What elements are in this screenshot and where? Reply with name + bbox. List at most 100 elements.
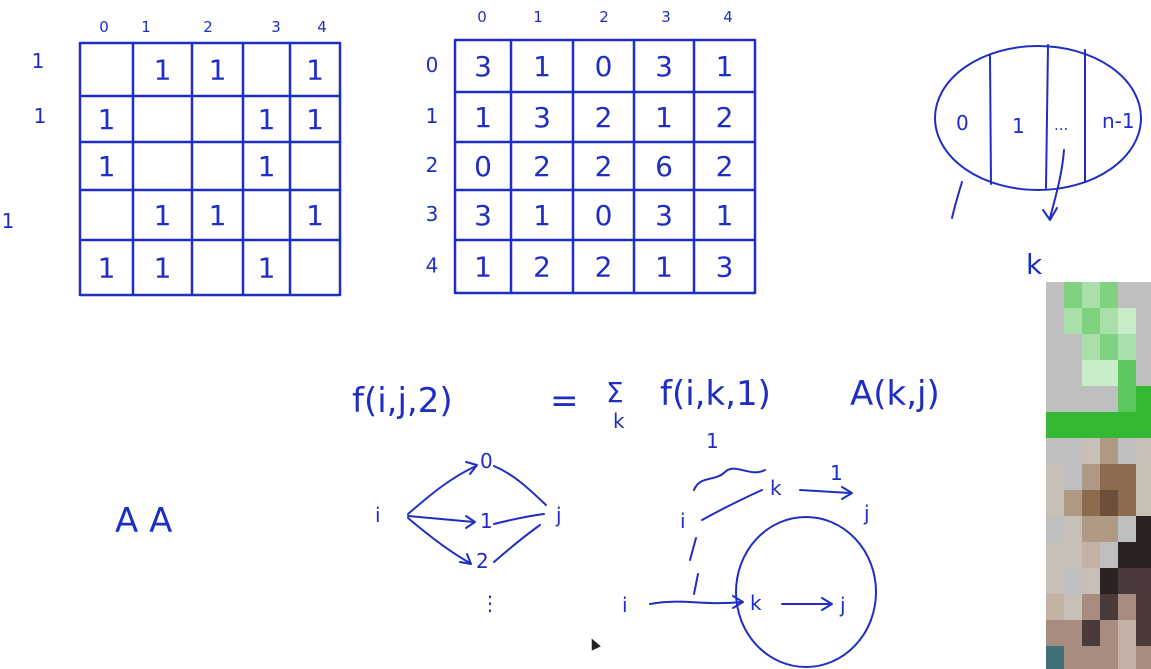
graph-left-middle-1: 1 <box>480 509 493 533</box>
graph-left-target: j <box>555 503 562 527</box>
right-matrix-cell: 1 <box>716 199 734 232</box>
thumbnail-pixel <box>1064 438 1082 464</box>
thumbnail-pixel <box>1100 620 1118 646</box>
right-matrix-cell: 2 <box>595 101 613 134</box>
thumbnail-pixel <box>1046 646 1064 669</box>
left-matrix-cell: 1 <box>154 54 172 87</box>
left-matrix-col-label: 3 <box>271 18 281 36</box>
left-matrix-col-label: 1 <box>141 18 151 36</box>
left-matrix-cell: 1 <box>306 54 324 87</box>
thumbnail-pixel <box>1046 490 1064 516</box>
left-matrix-cell: 1 <box>306 199 324 232</box>
thumbnail-pixel <box>1100 360 1118 386</box>
right-matrix-cell: 1 <box>474 251 492 284</box>
right-matrix-col-label: 2 <box>599 8 609 26</box>
right-matrix-cell: 1 <box>474 101 492 134</box>
left-matrix-row-label: 1 <box>2 209 15 233</box>
thumbnail-pixel <box>1064 646 1082 669</box>
graph-right-top-mid: k <box>770 476 782 500</box>
left-matrix-cell: 1 <box>98 103 116 136</box>
thumbnail-pixel <box>1100 412 1118 438</box>
right-matrix-cell: 1 <box>655 251 673 284</box>
thumbnail-pixel <box>1082 490 1100 516</box>
thumbnail-pixel <box>1118 412 1136 438</box>
left-matrix-cell: 1 <box>209 199 227 232</box>
right-matrix-row-label: 2 <box>426 153 439 177</box>
thumbnail-pixel <box>1136 490 1151 516</box>
left-matrix-cell: 1 <box>154 199 172 232</box>
thumbnail-pixel <box>1064 516 1082 542</box>
thumbnail-pixel <box>1100 464 1118 490</box>
thumbnail-pixel <box>1082 386 1100 412</box>
graph-left-middle-more: ⋮ <box>480 591 500 615</box>
graph-left-source: i <box>375 503 381 527</box>
thumbnail-pixel <box>1046 282 1064 308</box>
thumbnail-pixel <box>1100 282 1118 308</box>
left-matrix-cell: 1 <box>258 150 276 183</box>
right-matrix-row-label: 1 <box>426 104 439 128</box>
thumbnail-pixel <box>1100 516 1118 542</box>
left-matrix-cell: 1 <box>154 252 172 285</box>
thumbnail-pixel <box>1118 282 1136 308</box>
right-matrix-row-label: 4 <box>426 254 439 278</box>
oval-cell-0: 0 <box>956 111 969 135</box>
left-matrix-col-label: 2 <box>203 18 213 36</box>
thumbnail-pixel <box>1082 308 1100 334</box>
thumbnail-pixel <box>1136 542 1151 568</box>
aa-note: A A <box>115 501 172 541</box>
thumbnail-pixel <box>1046 542 1064 568</box>
right-matrix-col-label: 1 <box>533 8 543 26</box>
right-matrix-cell: 1 <box>655 101 673 134</box>
formula-lhs: f(i,j,2) <box>352 381 453 421</box>
graph-right-bottom-target: j <box>839 593 846 617</box>
right-matrix-cell: 2 <box>595 251 613 284</box>
thumbnail-pixel <box>1046 594 1064 620</box>
left-matrix-row-label: 1 <box>32 49 45 73</box>
formula: f(i,j,2) = Σ k f(i,k,1) A(k,j) <box>352 374 940 433</box>
right-matrix-cell: 0 <box>595 50 613 83</box>
thumbnail-pixel <box>1064 334 1082 360</box>
thumbnail-pixel <box>1118 464 1136 490</box>
thumbnail-pixel <box>1136 438 1151 464</box>
paths-graph-left: i 0 1 2 ⋮ j <box>375 449 562 615</box>
formula-equals: = <box>550 381 579 421</box>
right-matrix-col-label: 3 <box>661 8 671 26</box>
formula-sum: Σ <box>606 376 624 409</box>
thumbnail-pixel <box>1136 412 1151 438</box>
left-matrix-col-label: 4 <box>317 18 327 36</box>
thumbnail-pixel <box>1046 620 1064 646</box>
left-matrix-cell: 1 <box>306 103 324 136</box>
right-matrix-cell: 3 <box>655 50 673 83</box>
right-matrix-cell: 0 <box>595 199 613 232</box>
graph-right-top-source: i <box>680 509 686 533</box>
thumbnail-pixel <box>1100 542 1118 568</box>
right-matrix-col-label: 4 <box>723 8 733 26</box>
graph-right-top-target: j <box>863 501 870 525</box>
right-matrix-cell: 1 <box>716 50 734 83</box>
left-matrix-cell: 1 <box>258 103 276 136</box>
thumbnail-pixel <box>1046 464 1064 490</box>
thumbnail-pixel <box>1064 594 1082 620</box>
thumbnail-pixel <box>1118 542 1136 568</box>
thumbnail-pixel <box>1064 620 1082 646</box>
thumbnail-pixel <box>1136 516 1151 542</box>
thumbnail-pixel <box>1118 516 1136 542</box>
graph-left-middle-0: 0 <box>480 449 493 473</box>
thumbnail-pixel <box>1118 386 1136 412</box>
right-matrix-col-label: 0 <box>477 8 487 26</box>
right-matrix-cell: 3 <box>474 199 492 232</box>
oval-cell-n-minus-1: n-1 <box>1102 109 1135 133</box>
graph-right-top-label: 1 <box>706 429 719 453</box>
thumbnail-pixel <box>1064 360 1082 386</box>
thumbnail-pixel <box>1118 490 1136 516</box>
left-matrix-cell: 1 <box>98 252 116 285</box>
thumbnail-pixel <box>1046 516 1064 542</box>
thumbnail-pixel <box>1136 594 1151 620</box>
left-matrix-row-label: 1 <box>34 104 47 128</box>
left-matrix-cell: 1 <box>258 252 276 285</box>
thumbnail-pixel <box>1082 542 1100 568</box>
thumbnail-pixel <box>1100 646 1118 669</box>
thumbnail-pixel <box>1118 568 1136 594</box>
thumbnail-pixel <box>1064 568 1082 594</box>
